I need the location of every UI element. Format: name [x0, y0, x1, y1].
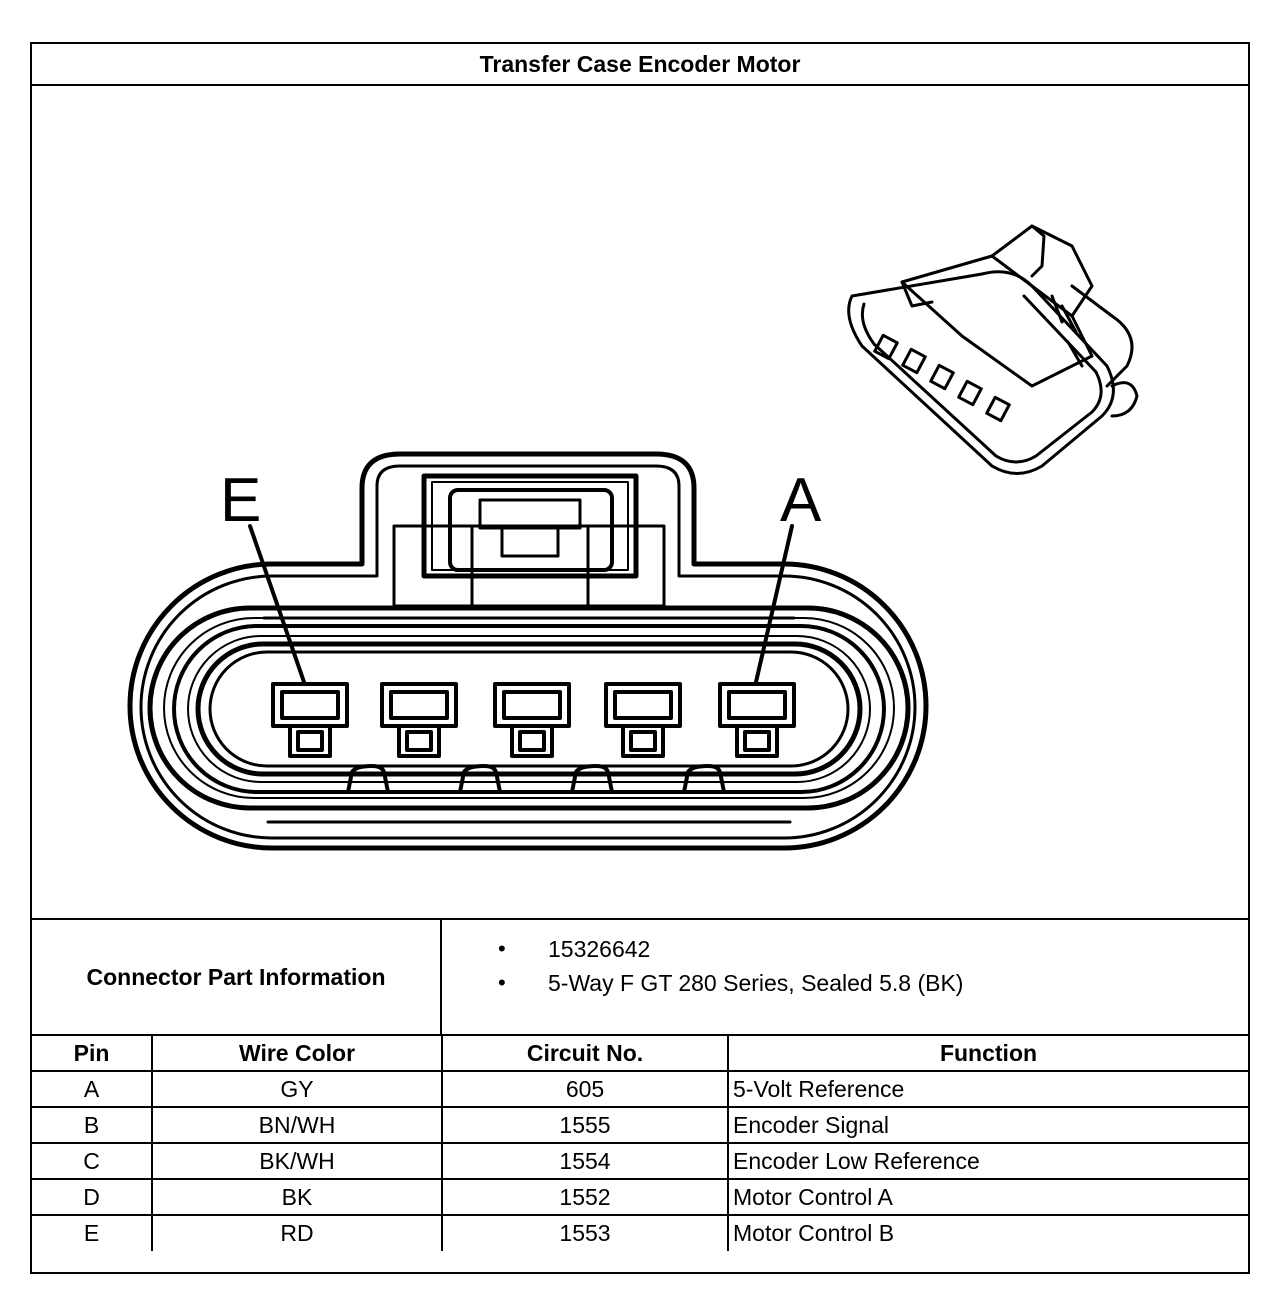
cell-function: Motor Control B: [727, 1214, 1248, 1251]
header-function: Function: [727, 1034, 1248, 1072]
cell-circuit-no: 605: [441, 1070, 729, 1108]
connector-sheet: Transfer Case Encoder Motor: [30, 42, 1250, 1274]
table-row: E RD 1553 Motor Control B: [32, 1214, 1248, 1251]
pinout-table: Pin Wire Color Circuit No. Function A GY…: [32, 1034, 1248, 1251]
connector-face-drawing: [127, 224, 1139, 851]
cell-circuit-no: 1555: [441, 1106, 729, 1144]
table-row: B BN/WH 1555 Encoder Signal: [32, 1106, 1248, 1144]
header-circuit-no: Circuit No.: [441, 1034, 729, 1072]
cell-wire-color: BK/WH: [151, 1142, 443, 1180]
table-row: A GY 605 5-Volt Reference: [32, 1070, 1248, 1108]
pin-e-callout: E: [220, 466, 262, 535]
connector-diagram: E A: [32, 86, 1248, 918]
part-number-item: 15326642: [442, 932, 963, 966]
cell-function: 5-Volt Reference: [727, 1070, 1248, 1108]
cell-pin: A: [32, 1070, 153, 1108]
cell-pin: E: [32, 1214, 153, 1251]
cell-pin: B: [32, 1106, 153, 1144]
sheet-title: Transfer Case Encoder Motor: [32, 44, 1248, 86]
header-pin: Pin: [32, 1034, 153, 1072]
cell-circuit-no: 1553: [441, 1214, 729, 1251]
connector-info-list: 15326642 5-Way F GT 280 Series, Sealed 5…: [442, 932, 963, 1000]
cell-pin: D: [32, 1178, 153, 1216]
cell-wire-color: BK: [151, 1178, 443, 1216]
connector-info-row: Connector Part Information 15326642 5-Wa…: [32, 918, 1248, 1034]
cell-wire-color: GY: [151, 1070, 443, 1108]
cell-wire-color: BN/WH: [151, 1106, 443, 1144]
cell-wire-color: RD: [151, 1214, 443, 1251]
connector-info-label: Connector Part Information: [32, 920, 442, 1034]
cell-function: Motor Control A: [727, 1178, 1248, 1216]
connector-type-item: 5-Way F GT 280 Series, Sealed 5.8 (BK): [442, 966, 963, 1000]
cell-circuit-no: 1552: [441, 1178, 729, 1216]
cell-function: Encoder Low Reference: [727, 1142, 1248, 1180]
cell-circuit-no: 1554: [441, 1142, 729, 1180]
table-row: D BK 1552 Motor Control A: [32, 1178, 1248, 1216]
table-row: C BK/WH 1554 Encoder Low Reference: [32, 1142, 1248, 1180]
cell-pin: C: [32, 1142, 153, 1180]
pin-a-callout: A: [780, 466, 822, 535]
table-header-row: Pin Wire Color Circuit No. Function: [32, 1034, 1248, 1072]
header-wire-color: Wire Color: [151, 1034, 443, 1072]
cell-function: Encoder Signal: [727, 1106, 1248, 1144]
